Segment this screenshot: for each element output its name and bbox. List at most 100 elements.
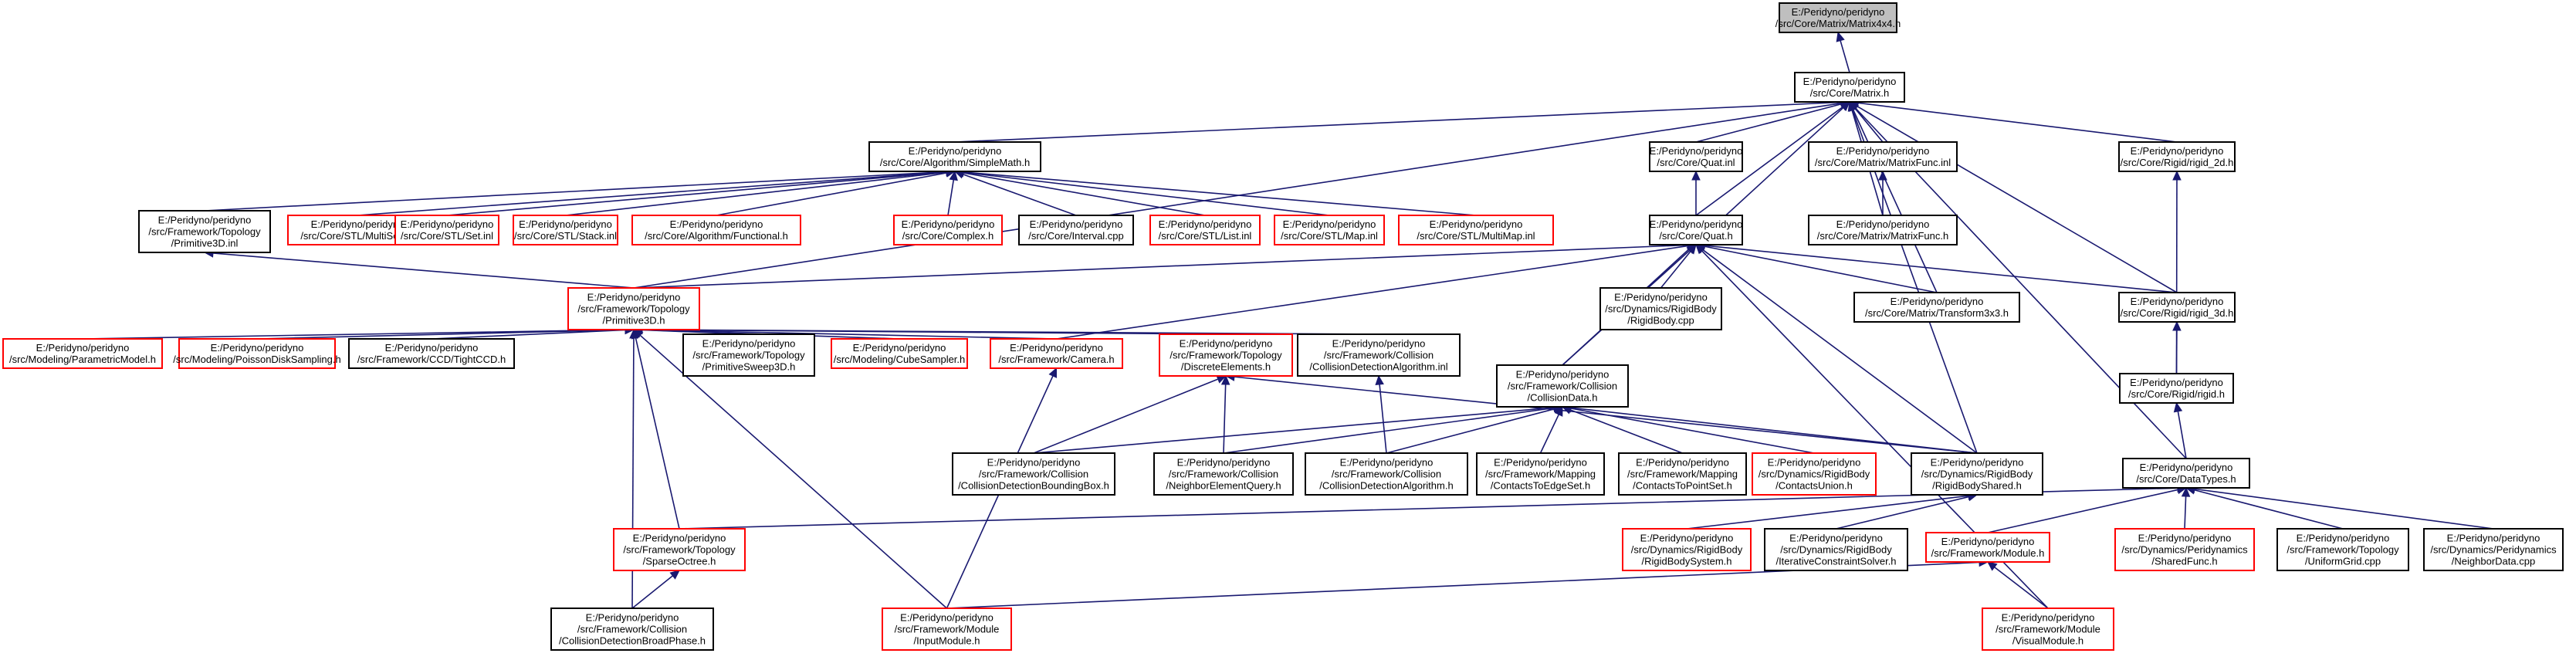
- node-box[interactable]: [1764, 528, 1908, 571]
- node-box[interactable]: [1153, 452, 1294, 496]
- node-quat_h[interactable]: E:/Peridyno/peridyno/src/Core/Quat.h: [1649, 215, 1743, 245]
- node-box[interactable]: [952, 452, 1115, 496]
- node-rigid_h[interactable]: E:/Peridyno/peridyno/src/Core/Rigid/rigi…: [2119, 373, 2234, 404]
- node-broadphase[interactable]: E:/Peridyno/peridyno/src/Framework/Colli…: [550, 608, 714, 651]
- node-quat_inl[interactable]: E:/Peridyno/peridyno/src/Core/Quat.inl: [1649, 141, 1743, 172]
- node-box[interactable]: [613, 528, 746, 571]
- node-contactstopoint[interactable]: E:/Peridyno/peridyno/src/Framework/Mappi…: [1618, 452, 1747, 496]
- node-box[interactable]: [682, 333, 815, 377]
- node-primitive3d_h[interactable]: E:/Peridyno/peridyno/src/Framework/Topol…: [567, 287, 700, 330]
- node-rigidbodyshared[interactable]: E:/Peridyno/peridyno/src/Dynamics/RigidB…: [1911, 452, 2043, 496]
- node-box[interactable]: [513, 215, 618, 245]
- node-visualmodule[interactable]: E:/Peridyno/peridyno/src/Framework/Modul…: [1982, 608, 2114, 651]
- node-set[interactable]: E:/Peridyno/peridyno/src/Core/STL/Set.in…: [394, 215, 499, 245]
- node-module[interactable]: E:/Peridyno/peridyno/src/Framework/Modul…: [1925, 532, 2050, 563]
- node-box[interactable]: [1274, 215, 1385, 245]
- node-box[interactable]: [394, 215, 499, 245]
- node-cubesampler[interactable]: E:/Peridyno/peridyno/src/Modeling/CubeSa…: [831, 338, 968, 369]
- node-rigidbodysystem[interactable]: E:/Peridyno/peridyno/src/Dynamics/RigidB…: [1622, 528, 1752, 571]
- node-interval[interactable]: E:/Peridyno/peridyno/src/Core/Interval.c…: [1018, 215, 1134, 245]
- node-primitivesweep3d[interactable]: E:/Peridyno/peridyno/src/Framework/Topol…: [682, 333, 815, 377]
- node-cda_h[interactable]: E:/Peridyno/peridyno/src/Framework/Colli…: [1305, 452, 1468, 496]
- node-matrix[interactable]: E:/Peridyno/peridyno/src/Core/Matrix.h: [1794, 72, 1905, 103]
- node-box[interactable]: [1476, 452, 1605, 496]
- node-box[interactable]: [631, 215, 801, 245]
- node-collisiondata[interactable]: E:/Peridyno/peridyno/src/Framework/Colli…: [1496, 364, 1629, 408]
- node-box[interactable]: [1618, 452, 1747, 496]
- node-matrixfunc_h[interactable]: E:/Peridyno/peridyno/src/Core/Matrix/Mat…: [1808, 215, 1958, 245]
- node-rigidbody_cpp[interactable]: E:/Peridyno/peridyno/src/Dynamics/RigidB…: [1599, 287, 1722, 330]
- node-discreteelements[interactable]: E:/Peridyno/peridyno/src/Framework/Topol…: [1159, 333, 1293, 377]
- node-primitive3d_inl[interactable]: E:/Peridyno/peridyno/src/Framework/Topol…: [138, 210, 271, 253]
- node-box[interactable]: [1496, 364, 1629, 408]
- node-box[interactable]: [1925, 532, 2050, 563]
- node-sparseoctree[interactable]: E:/Peridyno/peridyno/src/Framework/Topol…: [613, 528, 746, 571]
- node-datatypes[interactable]: E:/Peridyno/peridyno/src/Core/DataTypes.…: [2122, 458, 2250, 489]
- node-cda_inl[interactable]: E:/Peridyno/peridyno/src/Framework/Colli…: [1297, 333, 1461, 377]
- node-box[interactable]: [831, 338, 968, 369]
- edge-primitive3d_h-to-matrix: [633, 99, 1851, 289]
- node-box[interactable]: [2118, 141, 2236, 172]
- node-poissondisk[interactable]: E:/Peridyno/peridyno/src/Modeling/Poisso…: [173, 338, 341, 369]
- node-box[interactable]: [1808, 141, 1958, 172]
- node-contactstoedge[interactable]: E:/Peridyno/peridyno/src/Framework/Mappi…: [1476, 452, 1605, 496]
- node-multimap[interactable]: E:/Peridyno/peridyno/src/Core/STL/MultiM…: [1398, 215, 1554, 245]
- node-functional[interactable]: E:/Peridyno/peridyno/src/Core/Algorithm/…: [631, 215, 801, 245]
- node-box[interactable]: [1159, 333, 1293, 377]
- node-box[interactable]: [1297, 333, 1461, 377]
- node-box[interactable]: [990, 338, 1123, 369]
- node-list[interactable]: E:/Peridyno/peridyno/src/Core/STL/List.i…: [1149, 215, 1261, 245]
- node-box[interactable]: [138, 210, 271, 253]
- node-box[interactable]: [1149, 215, 1261, 245]
- node-complex[interactable]: E:/Peridyno/peridyno/src/Core/Complex.h: [893, 215, 1003, 245]
- node-box[interactable]: [1779, 2, 1897, 33]
- node-tightccd[interactable]: E:/Peridyno/peridyno/src/Framework/CCD/T…: [348, 338, 515, 369]
- node-contactsunion[interactable]: E:/Peridyno/peridyno/src/Dynamics/RigidB…: [1752, 452, 1877, 496]
- node-parametricmodel[interactable]: E:/Peridyno/peridyno/src/Modeling/Parame…: [2, 338, 163, 369]
- node-iterativesolver[interactable]: E:/Peridyno/peridyno/src/Dynamics/RigidB…: [1764, 528, 1908, 571]
- node-box[interactable]: [178, 338, 336, 369]
- node-map[interactable]: E:/Peridyno/peridyno/src/Core/STL/Map.in…: [1274, 215, 1385, 245]
- node-box[interactable]: [1649, 215, 1743, 245]
- node-cdbb[interactable]: E:/Peridyno/peridyno/src/Framework/Colli…: [952, 452, 1115, 496]
- node-rigid2d[interactable]: E:/Peridyno/peridyno/src/Core/Rigid/rigi…: [2118, 141, 2236, 172]
- node-simplemath[interactable]: E:/Peridyno/peridyno/src/Core/Algorithm/…: [868, 141, 1041, 172]
- node-box[interactable]: [2114, 528, 2255, 571]
- node-box[interactable]: [868, 141, 1041, 172]
- node-matrixfunc_inl[interactable]: E:/Peridyno/peridyno/src/Core/Matrix/Mat…: [1808, 141, 1958, 172]
- node-box[interactable]: [1018, 215, 1134, 245]
- node-box[interactable]: [1794, 72, 1905, 103]
- node-box[interactable]: [1398, 215, 1554, 245]
- node-box[interactable]: [1752, 452, 1877, 496]
- node-matrix4x4[interactable]: E:/Peridyno/peridyno/src/Core/Matrix/Mat…: [1775, 2, 1901, 33]
- node-box[interactable]: [1911, 452, 2043, 496]
- node-box[interactable]: [893, 215, 1003, 245]
- node-box[interactable]: [1808, 215, 1958, 245]
- node-box[interactable]: [2423, 528, 2564, 571]
- node-sharedfunc[interactable]: E:/Peridyno/peridyno/src/Dynamics/Peridy…: [2114, 528, 2255, 571]
- node-stack[interactable]: E:/Peridyno/peridyno/src/Core/STL/Stack.…: [513, 215, 618, 245]
- node-box[interactable]: [1305, 452, 1468, 496]
- node-uniformgrid[interactable]: E:/Peridyno/peridyno/src/Framework/Topol…: [2276, 528, 2409, 571]
- node-neighbordata[interactable]: E:/Peridyno/peridyno/src/Dynamics/Peridy…: [2423, 528, 2564, 571]
- node-label-line: E:/Peridyno/peridyno: [900, 612, 994, 624]
- node-rigid3d[interactable]: E:/Peridyno/peridyno/src/Core/Rigid/rigi…: [2118, 292, 2236, 323]
- node-box[interactable]: [1853, 292, 2020, 323]
- node-box[interactable]: [348, 338, 515, 369]
- node-box[interactable]: [2, 338, 163, 369]
- node-box[interactable]: [2119, 373, 2234, 404]
- node-box[interactable]: [882, 608, 1012, 651]
- node-box[interactable]: [2276, 528, 2409, 571]
- node-inputmodule[interactable]: E:/Peridyno/peridyno/src/Framework/Modul…: [882, 608, 1012, 651]
- node-box[interactable]: [2122, 458, 2250, 489]
- node-box[interactable]: [1599, 287, 1722, 330]
- node-camera[interactable]: E:/Peridyno/peridyno/src/Framework/Camer…: [990, 338, 1123, 369]
- node-box[interactable]: [1649, 141, 1743, 172]
- node-box[interactable]: [1622, 528, 1752, 571]
- node-box[interactable]: [1982, 608, 2114, 651]
- node-box[interactable]: [550, 608, 714, 651]
- node-transform3x3[interactable]: E:/Peridyno/peridyno/src/Core/Matrix/Tra…: [1853, 292, 2020, 323]
- node-box[interactable]: [2118, 292, 2236, 323]
- node-box[interactable]: [567, 287, 700, 330]
- node-neighborelement[interactable]: E:/Peridyno/peridyno/src/Framework/Colli…: [1153, 452, 1294, 496]
